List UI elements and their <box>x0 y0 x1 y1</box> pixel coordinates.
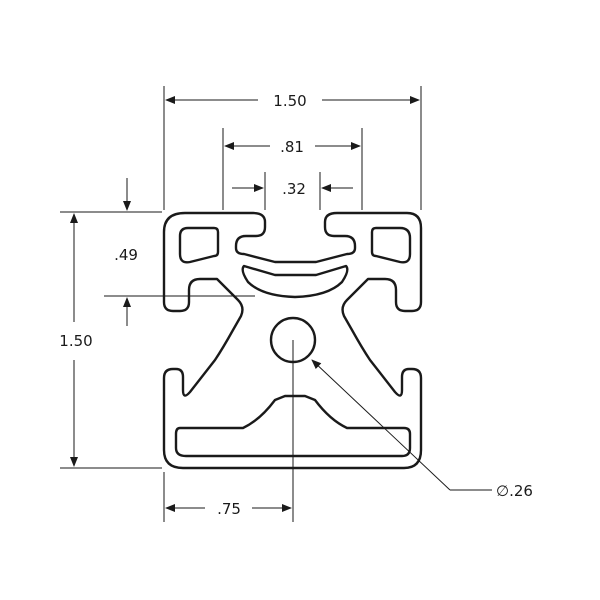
extrusion-profile <box>162 211 423 470</box>
profile-outer-contour <box>162 211 423 470</box>
pocket-top-right <box>370 226 412 264</box>
pocket-center-upper <box>241 264 349 299</box>
dim-bore-diameter: ∅.26 <box>496 482 533 500</box>
pocket-bottom <box>174 394 412 458</box>
dim-center-offset: .75 <box>217 500 241 518</box>
dim-slot-outer: .81 <box>280 138 304 156</box>
dim-slot-depth: .49 <box>114 246 138 264</box>
dimension-lines <box>60 86 492 522</box>
dim-overall-width: 1.50 <box>273 92 306 110</box>
dim-slot-opening: .32 <box>282 180 306 198</box>
pocket-top-left <box>178 226 220 264</box>
dim-overall-height: 1.50 <box>59 332 92 350</box>
